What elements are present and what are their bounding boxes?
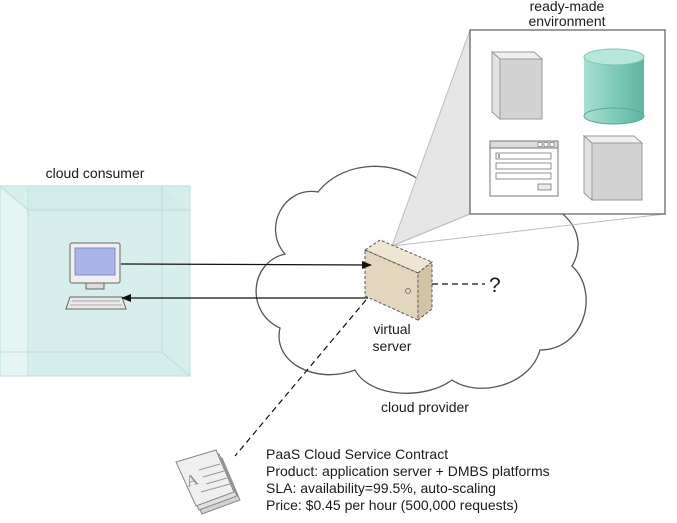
dashed-connector-contract — [234, 299, 367, 457]
svg-text:A: A — [184, 471, 201, 491]
cloud-consumer-label: cloud consumer — [46, 165, 145, 181]
question-mark: ? — [489, 274, 501, 297]
request-arrow — [120, 260, 372, 269]
application-server-cube-icon — [490, 50, 544, 121]
zoom-callout-cone — [391, 29, 471, 247]
ready-made-label-line1: ready-made — [530, 0, 605, 14]
database-icon — [583, 48, 645, 125]
contract-product: Product: application server + DMBS platf… — [266, 463, 550, 479]
platform-cube-icon — [582, 134, 644, 202]
server-icon — [363, 239, 433, 322]
contract-sla: SLA: availability=99.5%, auto-scaling — [266, 480, 496, 496]
keyboard-icon — [65, 296, 127, 310]
ready-made-label-line2: environment — [528, 13, 605, 29]
contract-title: PaaS Cloud Service Contract — [266, 446, 448, 462]
monitor-icon — [69, 242, 121, 290]
contract-price: Price: $0.45 per hour (500,000 requests) — [266, 497, 518, 513]
virtual-server-label-line1: virtual — [373, 321, 410, 337]
cloud-provider-label: cloud provider — [381, 399, 469, 415]
window-form-icon — [489, 140, 559, 197]
virtual-server-label-line2: server — [373, 338, 412, 354]
document-icon: A — [175, 449, 241, 515]
